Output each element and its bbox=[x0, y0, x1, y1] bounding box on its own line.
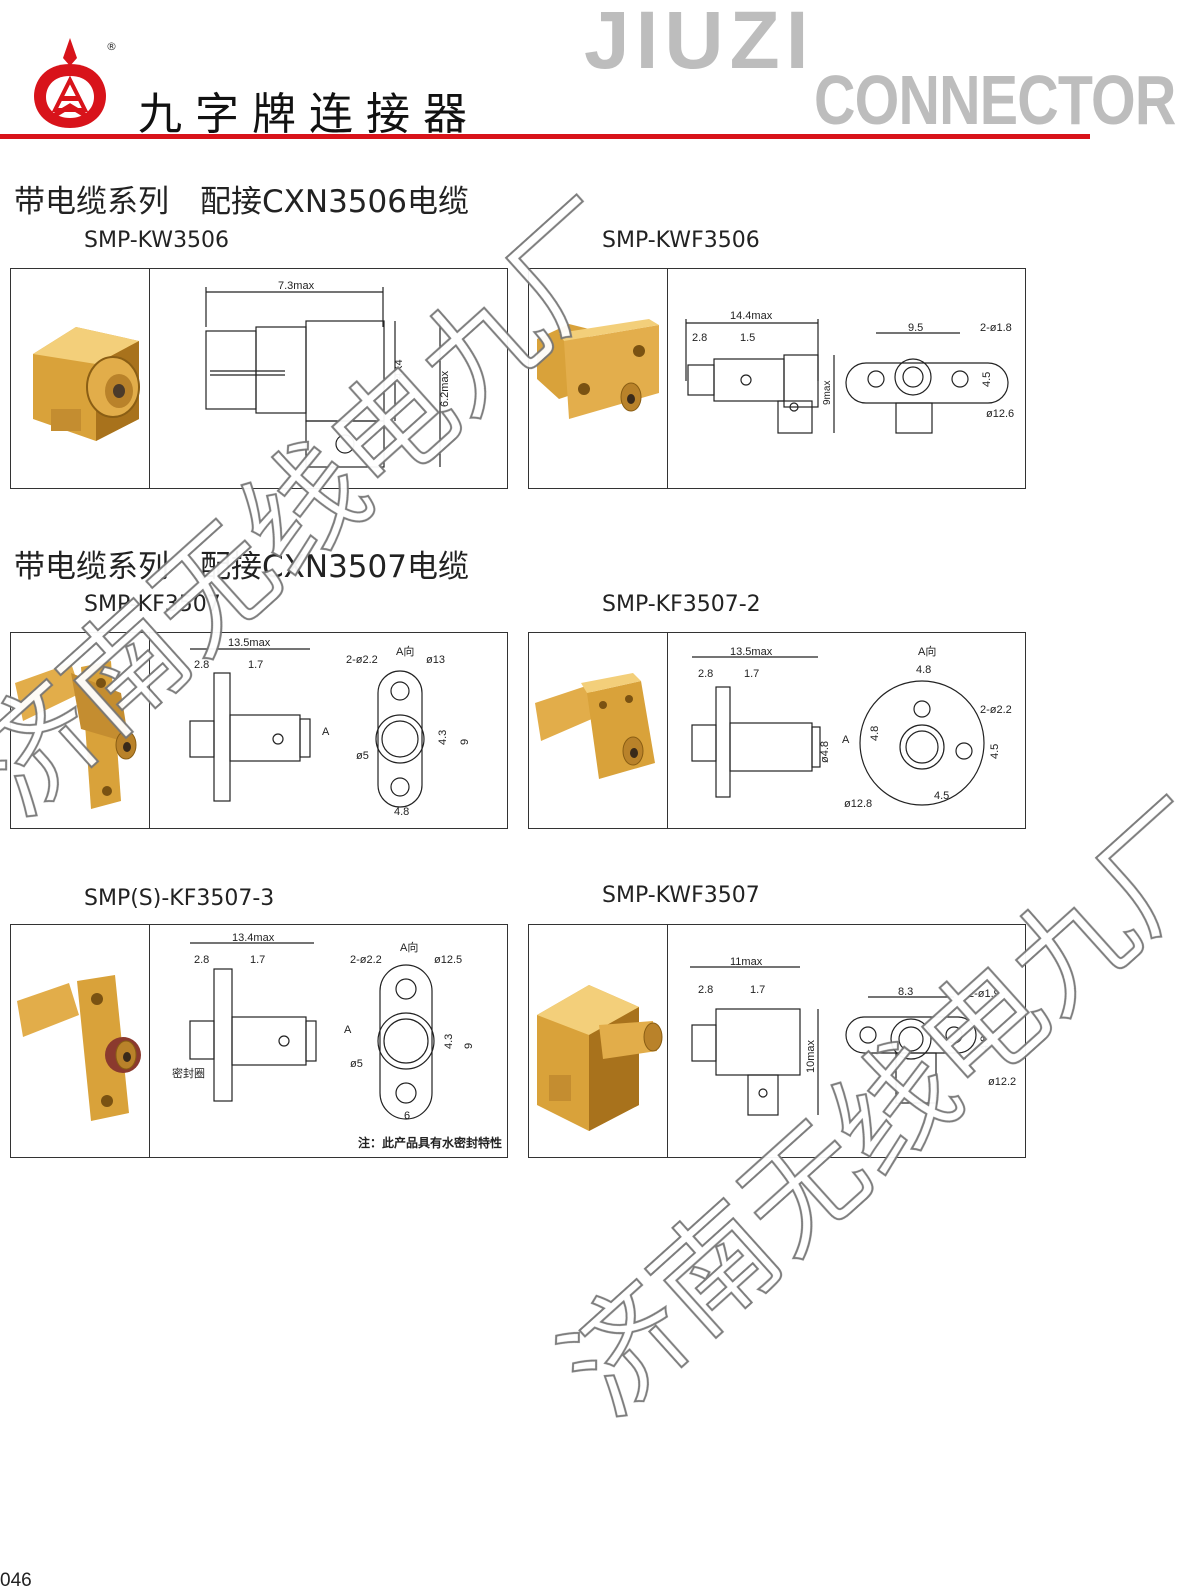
dim-label: 4.8 bbox=[979, 1036, 991, 1051]
section-title-cxn3506: 带电缆系列 配接CXN3506电缆 bbox=[14, 184, 469, 220]
dim-label: ø12.5 bbox=[434, 954, 462, 966]
dim-label: ø4.8 bbox=[819, 741, 831, 763]
dim-label: 2.8 bbox=[698, 984, 713, 996]
dim-label: 4.8 bbox=[394, 806, 409, 818]
dim-label: 4X4 bbox=[393, 359, 405, 379]
page-number: 046 bbox=[0, 1570, 32, 1591]
dim-label: ø12.2 bbox=[988, 1076, 1016, 1088]
dim-label: 7.3max bbox=[278, 280, 315, 292]
dim-label: 9 bbox=[463, 1043, 475, 1049]
model-label-smp-kwf3506: SMP-KWF3506 bbox=[602, 228, 760, 253]
dim-label: 4.8 bbox=[916, 664, 931, 676]
dim-label: A bbox=[842, 734, 850, 746]
dim-label: 2.8 bbox=[194, 954, 209, 966]
dim-label: 2-ø2.2 bbox=[346, 654, 378, 666]
dim-label: 密封圈 bbox=[172, 1066, 205, 1080]
dim-label: 9max bbox=[822, 381, 833, 405]
model-label-smp-kf3507-2: SMP-KF3507-2 bbox=[602, 592, 761, 617]
jiuzi-logo-icon bbox=[30, 36, 110, 132]
dimension-drawing-smp-kw3506: 7.3max 4X4 6.2max bbox=[205, 280, 451, 468]
dim-label: ø12.8 bbox=[844, 798, 872, 810]
dim-label: 4.8 bbox=[869, 726, 881, 741]
waterproof-note: 注：此产品具有水密封特性 bbox=[358, 1135, 502, 1150]
dim-label: 14.4max bbox=[730, 310, 773, 322]
dim-label: 11max bbox=[730, 956, 763, 968]
dim-label: 2-ø2.2 bbox=[350, 954, 382, 966]
dim-label: 2.8 bbox=[194, 659, 209, 671]
dim-label: ø12.6 bbox=[986, 408, 1014, 420]
dimension-drawing-smp-kwf3507: 11max 2.8 1.7 10max 8.3 2-ø1.9 4.8 ø12.2 bbox=[690, 956, 1016, 1116]
dim-label: 2.8 bbox=[692, 332, 707, 344]
dim-label: 8.3 bbox=[898, 986, 913, 998]
model-label-smp-kw3506: SMP-KW3506 bbox=[84, 228, 230, 253]
dim-label: 1.7 bbox=[750, 984, 765, 996]
dim-label: 4.5 bbox=[989, 744, 1001, 759]
dimension-drawing-smp-kf3507: 13.5max 2.8 1.7 A 2-ø2.2 A向 ø13 4.3 9 ø5… bbox=[189, 637, 471, 818]
brand-wordmark-connector: CONNECTOR bbox=[814, 61, 1176, 139]
dim-label: 2-ø1.8 bbox=[980, 322, 1012, 334]
dim-label: A向 bbox=[918, 644, 936, 658]
product-panel-smp-kwf3507: 11max 2.8 1.7 10max 8.3 2-ø1.9 4.8 ø12.2 bbox=[528, 924, 1026, 1158]
dim-label: 6 bbox=[404, 1110, 410, 1122]
brand-name-cn: 九字牌连接器 bbox=[138, 89, 480, 140]
dim-label: 1.7 bbox=[250, 954, 265, 966]
dimension-drawing-smp-s-kf3507-3: 13.4max 2.8 1.7 密封圈 2-ø2.2 A向 ø12.5 A 4.… bbox=[172, 932, 502, 1150]
dim-label: A向 bbox=[400, 940, 418, 954]
dim-label: A向 bbox=[396, 644, 414, 658]
dim-label: 6.2max bbox=[439, 370, 451, 407]
registered-mark: ® bbox=[106, 40, 117, 53]
dim-label: 4.3 bbox=[437, 730, 449, 745]
section-title-cxn3507: 带电缆系列 配接CXN3507电缆 bbox=[14, 549, 469, 585]
dim-label: 13.5max bbox=[730, 646, 773, 658]
dim-label: 4.5 bbox=[981, 372, 993, 387]
dim-label: 4.5 bbox=[934, 790, 949, 802]
dimension-drawing-smp-kwf3506: 14.4max 2.8 1.5 9max 9.5 2-ø1.8 4.5 ø12.… bbox=[685, 310, 1014, 434]
product-panel-smp-kwf3506: 14.4max 2.8 1.5 9max 9.5 2-ø1.8 4.5 ø12.… bbox=[528, 268, 1026, 489]
dim-label: 2-ø1.9 bbox=[968, 988, 1000, 1000]
dimension-drawing-smp-kf3507-2: 13.5max 2.8 1.7 ø4.8 A A向 4.8 2-ø2.2 4.5… bbox=[691, 644, 1012, 810]
dim-label: 13.5max bbox=[228, 637, 271, 649]
product-panel-smp-kw3506: 7.3max 4X4 6.2max bbox=[10, 268, 508, 489]
dim-label: 4.3 bbox=[443, 1034, 455, 1049]
header-divider bbox=[0, 134, 1090, 139]
dim-label: 13.4max bbox=[232, 932, 275, 944]
dim-label: 1.5 bbox=[740, 332, 755, 344]
dim-label: ø5 bbox=[350, 1058, 363, 1070]
dim-label: 2.8 bbox=[698, 668, 713, 680]
dim-label: 9.5 bbox=[908, 322, 923, 334]
product-photo-smp-kwf3507 bbox=[537, 985, 663, 1131]
product-panel-smp-s-kf3507-3: 13.4max 2.8 1.7 密封圈 2-ø2.2 A向 ø12.5 A 4.… bbox=[10, 924, 508, 1158]
dim-label: A bbox=[322, 726, 330, 738]
product-photo-smp-kf3507-2 bbox=[535, 673, 655, 779]
brand-wordmark-jiuzi: JIUZI bbox=[584, 0, 815, 86]
dim-label: ø13 bbox=[426, 654, 445, 666]
product-photo-smp-s-kf3507-3 bbox=[17, 975, 141, 1121]
dim-label: 1.7 bbox=[248, 659, 263, 671]
product-panel-smp-kf3507: 13.5max 2.8 1.7 A 2-ø2.2 A向 ø13 4.3 9 ø5… bbox=[10, 632, 508, 829]
model-label-smp-s-kf3507-3: SMP(S)-KF3507-3 bbox=[84, 886, 275, 911]
dim-label: 9 bbox=[459, 739, 471, 745]
dim-label: ø5 bbox=[356, 750, 369, 762]
product-photo-smp-kf3507 bbox=[15, 661, 137, 809]
product-panel-smp-kf3507-2: 13.5max 2.8 1.7 ø4.8 A A向 4.8 2-ø2.2 4.5… bbox=[528, 632, 1026, 829]
model-label-smp-kwf3507: SMP-KWF3507 bbox=[602, 883, 760, 908]
dim-label: A bbox=[344, 1024, 352, 1036]
model-label-smp-kf3507: SMP-KF3507 bbox=[84, 592, 221, 617]
product-photo-smp-kwf3506 bbox=[537, 319, 659, 419]
product-photo-smp-kw3506 bbox=[33, 327, 140, 441]
dim-label: 1.7 bbox=[744, 668, 759, 680]
dim-label: 2-ø2.2 bbox=[980, 704, 1012, 716]
dim-label: 10max bbox=[805, 1039, 817, 1073]
